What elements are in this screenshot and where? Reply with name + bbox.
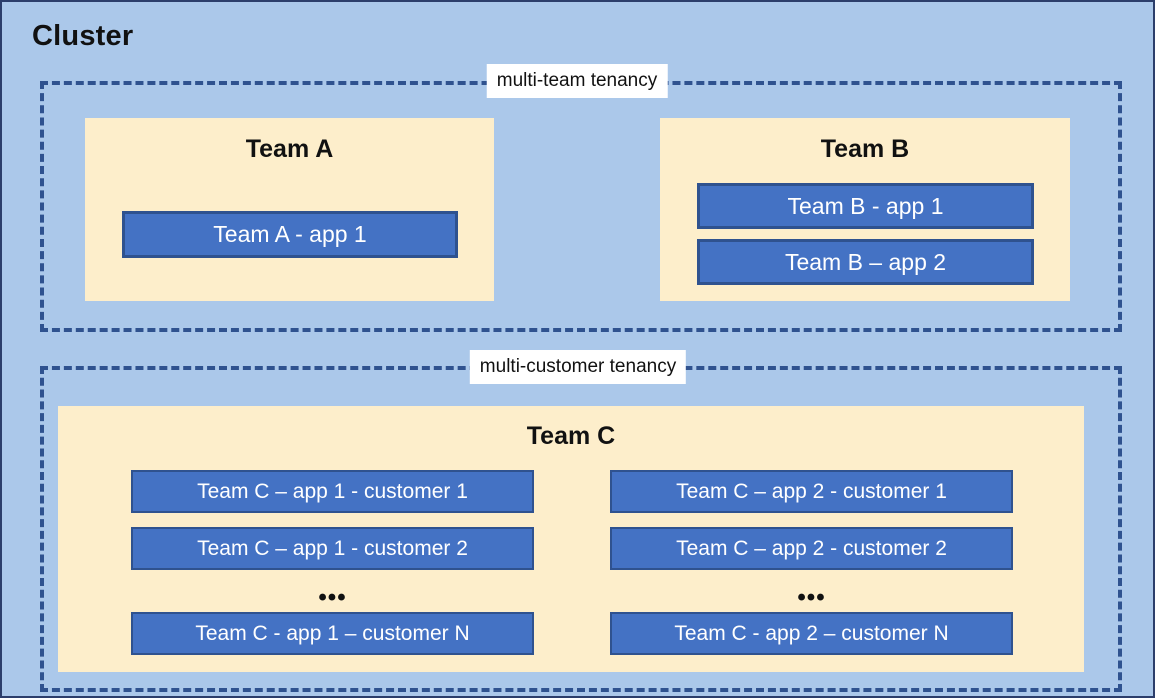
app-box-team-c-app-1-customer-1[interactable]: Team C – app 1 - customer 1	[131, 470, 534, 513]
team-panel-team-c: Team C Team C – app 1 - customer 1 Team …	[58, 406, 1084, 672]
tenancy-label-multi-customer: multi-customer tenancy	[469, 350, 687, 384]
team-panel-team-a: Team A Team A - app 1	[85, 118, 494, 301]
app-box-team-a-app-1[interactable]: Team A - app 1	[122, 211, 458, 258]
app-box-team-c-app-1-customer-2[interactable]: Team C – app 1 - customer 2	[131, 527, 534, 570]
app-box-team-b-app-2[interactable]: Team B – app 2	[697, 239, 1034, 285]
app-box-team-c-app-1-customer-n[interactable]: Team C - app 1 – customer N	[131, 612, 534, 655]
app-box-team-c-app-2-customer-n[interactable]: Team C - app 2 – customer N	[610, 612, 1013, 655]
app-box-team-c-app-2-customer-1[interactable]: Team C – app 2 - customer 1	[610, 470, 1013, 513]
app-box-team-c-app-2-customer-2[interactable]: Team C – app 2 - customer 2	[610, 527, 1013, 570]
app-box-team-b-app-1[interactable]: Team B - app 1	[697, 183, 1034, 229]
ellipsis-team-c-app-2: •••	[797, 584, 826, 611]
tenancy-label-multi-team: multi-team tenancy	[486, 64, 668, 98]
cluster-title: Cluster	[32, 20, 134, 52]
team-title-team-b: Team B	[820, 135, 910, 163]
team-title-team-a: Team A	[245, 135, 334, 163]
team-panel-team-b: Team B Team B - app 1 Team B – app 2	[660, 118, 1070, 301]
team-title-team-c: Team C	[526, 422, 616, 450]
ellipsis-team-c-app-1: •••	[318, 584, 347, 611]
